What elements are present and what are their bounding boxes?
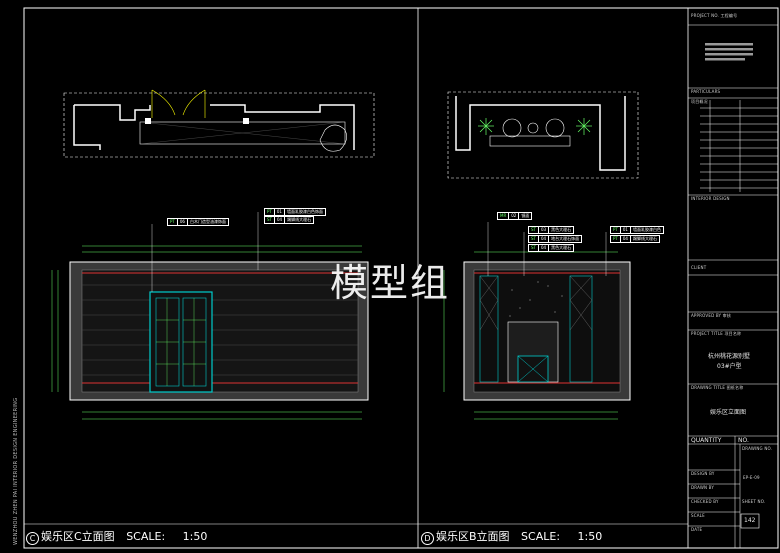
- note-num: 01: [275, 209, 285, 215]
- note-text: 墙面乳胶漆白色: [632, 227, 661, 232]
- sheet-number-box: [740, 513, 760, 529]
- note-text: 黑色大理石: [551, 227, 572, 232]
- tb-drawing-name: 娱乐区立面图: [710, 409, 747, 416]
- title-scale: SCALE:: [126, 530, 166, 543]
- note-num: 01: [621, 227, 631, 233]
- tb-project-title: PROJECT TITLE 项目名称: [691, 331, 742, 336]
- note-code: ST: [529, 227, 539, 233]
- note-num: 06: [178, 219, 188, 225]
- tb-approved-by: APPROVED BY 审核: [691, 313, 732, 318]
- note-tag: ST 04 踢脚线大理石: [264, 216, 315, 224]
- tb-date: DATE: [691, 527, 703, 532]
- note-code: MR: [498, 213, 510, 219]
- tb-sheet-no-label: SHEET NO.: [742, 499, 766, 504]
- note-code: ST: [529, 236, 539, 242]
- note-code: ST: [265, 217, 275, 223]
- tb-drawing-no-label: DRAWING NO.: [742, 446, 773, 451]
- note-text: 踢脚线大理石: [287, 217, 312, 222]
- plan-d: [447, 91, 639, 179]
- tb-quantity: QUANTITY: [691, 437, 722, 444]
- note-code: PT: [265, 209, 275, 215]
- note-code: PT: [168, 219, 178, 225]
- note-num: 04: [539, 245, 550, 251]
- tb-drawing-no: EP-E-09: [743, 475, 760, 480]
- note-tag: ST 04 黑色大理石: [528, 244, 575, 252]
- note-text: 墙面乳胶漆白色饰面: [286, 209, 323, 214]
- tb-sheet-no: 142: [744, 517, 756, 524]
- vertical-company-text: WENZHOU ZHEN PAI INTERIOR DESIGN ENGINEE…: [13, 397, 19, 545]
- note-text: 镜面: [521, 213, 530, 218]
- note-text: 黑色大理石: [551, 245, 572, 250]
- note-tag: MR 02 镜面: [497, 212, 533, 220]
- tb-project-name-2: 03#户型: [717, 363, 742, 370]
- plan-c: [63, 89, 375, 158]
- note-text: 白木门造型油漆饰面: [189, 219, 226, 224]
- note-tag: PT 04 踢脚线大理石: [610, 235, 660, 243]
- note-tag: PT 01 墙面乳胶漆白色饰面: [264, 208, 326, 216]
- note-tag: ST 04 地台大理石饰面: [528, 235, 583, 243]
- tb-checked-by: CHECKED BY: [691, 499, 719, 504]
- tb-particulars-sub: 项目概况: [691, 99, 708, 104]
- watermark: 模型组: [330, 261, 451, 305]
- note-code: PT: [611, 227, 621, 233]
- tb-client: CLIENT: [691, 265, 707, 270]
- title-ratio: 1:50: [577, 530, 603, 543]
- title-label: 娱乐区C立面图: [41, 530, 115, 543]
- note-tag: ST 03 黑色大理石: [528, 226, 575, 234]
- title-circle: D: [421, 532, 434, 545]
- note-tag: PT 06 白木门造型油漆饰面: [167, 218, 229, 226]
- title-scale: SCALE:: [521, 530, 561, 543]
- elevation-c: [51, 212, 369, 420]
- title-ratio: 1:50: [182, 530, 208, 543]
- note-num: 02: [509, 213, 520, 219]
- tb-no: NO.: [738, 437, 749, 444]
- tb-drawn-by: DRAWN BY: [691, 485, 715, 490]
- note-num: 04: [539, 236, 550, 242]
- tb-design-by: DESIGN BY: [691, 471, 715, 476]
- elevation-d: [443, 222, 631, 420]
- note-num: 03: [539, 227, 550, 233]
- logo-block: [705, 43, 753, 61]
- tb-interior-design: INTERIOR DESIGN: [691, 196, 730, 201]
- note-text: 踢脚线大理石: [632, 236, 657, 241]
- title-block-grid: [688, 24, 778, 548]
- tb-project-name-1: 杭州桃花源别墅: [708, 353, 751, 360]
- tb-drawing-title: DRAWING TITLE 图纸名称: [691, 385, 744, 390]
- note-code: ST: [529, 245, 539, 251]
- note-num: 04: [621, 236, 631, 242]
- note-num: 04: [275, 217, 286, 223]
- note-tag: PT 01 墙面乳胶漆白色: [610, 226, 664, 234]
- note-text: 地台大理石饰面: [551, 236, 580, 241]
- tb-particulars: PARTICULARS: [691, 89, 721, 94]
- note-code: PT: [611, 236, 621, 242]
- tb-project-no: PROJECT NO. 工程编号: [691, 13, 738, 18]
- tb-scale: SCALE: [691, 513, 705, 518]
- title-label: 娱乐区B立面图: [436, 530, 510, 543]
- title-circle: C: [26, 532, 39, 545]
